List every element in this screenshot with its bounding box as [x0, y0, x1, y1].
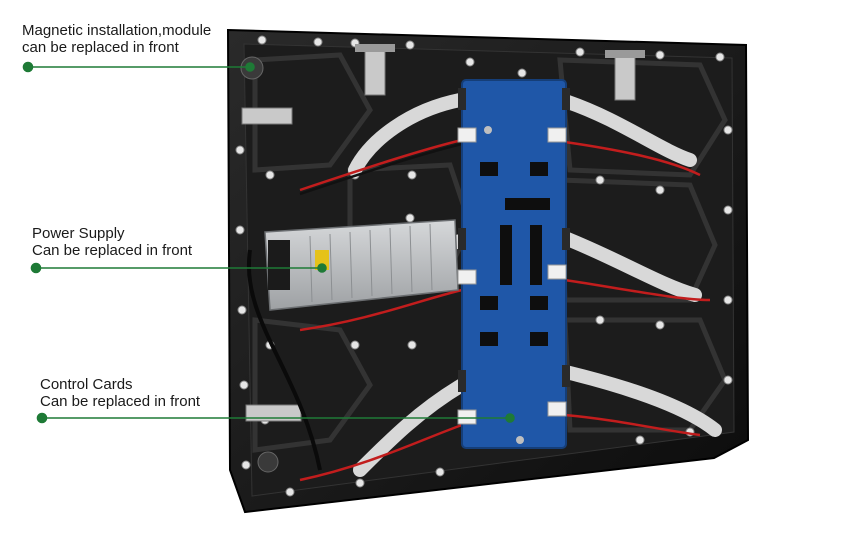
power-wires [246, 138, 711, 482]
callout-leaders [22, 61, 515, 424]
callout-magnetic-installation: Magnetic installation,module can be repl… [22, 22, 211, 56]
callout-power-line2: Can be replaced in front [32, 242, 193, 259]
callout-dot-power [30, 262, 42, 274]
control-board [457, 79, 570, 449]
callout-control-cards: Control Cards Can be replaced in front [40, 376, 200, 410]
callout-dot-control [36, 412, 48, 424]
callout-dot-magnetic [22, 61, 34, 73]
callout-control-line2: Can be replaced in front [40, 393, 201, 410]
callout-magnetic-line2: can be replaced in front [22, 39, 179, 56]
callout-power-supply: Power Supply Can be replaced in front [32, 225, 192, 259]
callout-magnetic-line1: Magnetic installation,module [22, 22, 212, 39]
callout-end-magnetic [245, 62, 255, 72]
callout-control-line1: Control Cards [40, 376, 133, 393]
callout-end-control [505, 413, 515, 423]
callout-end-power [317, 263, 327, 273]
callout-power-line1: Power Supply [32, 225, 125, 242]
magnetic-posts [240, 44, 645, 473]
